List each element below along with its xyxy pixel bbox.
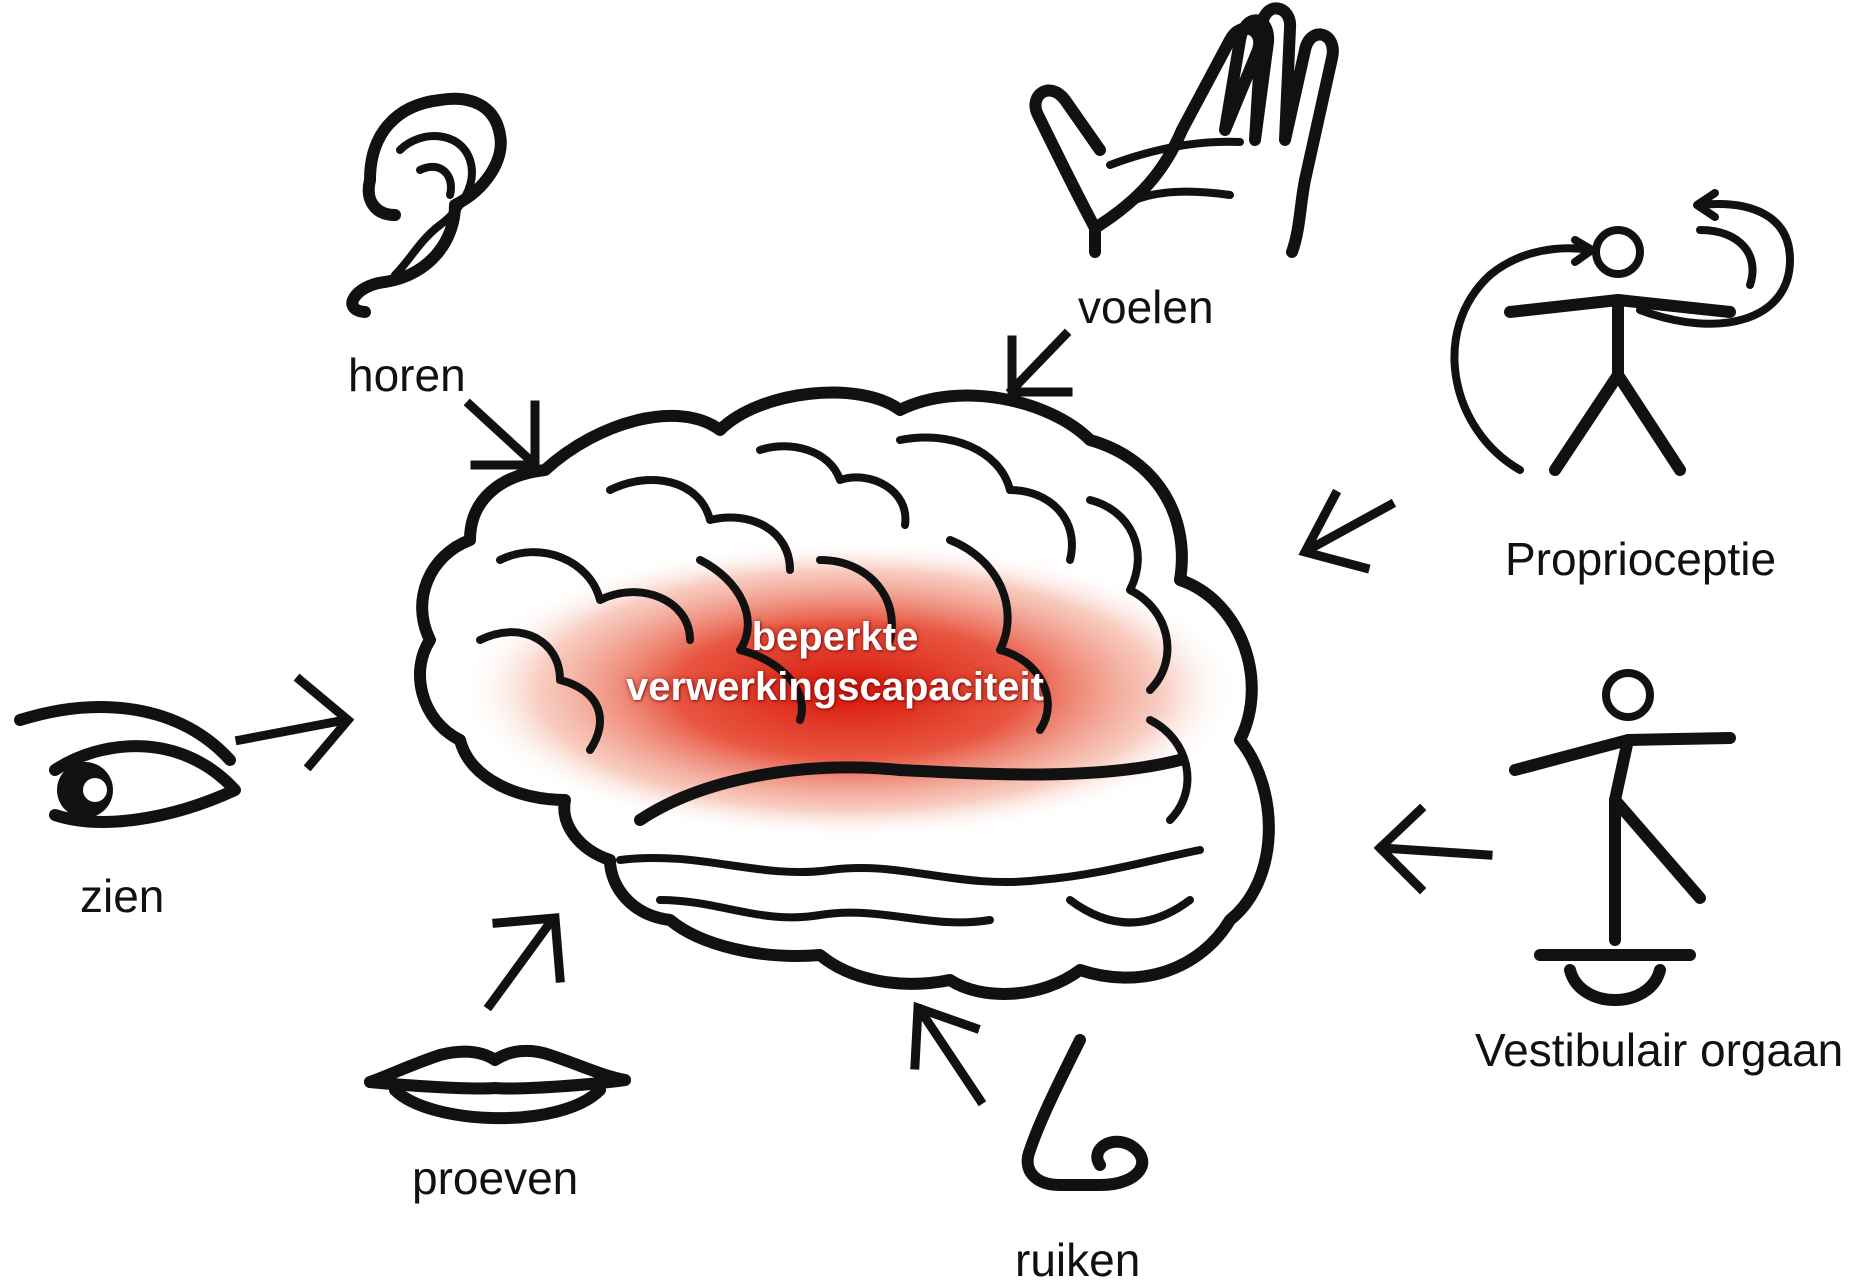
label-vestibulair: Vestibulair orgaan (1475, 1027, 1843, 1073)
label-voelen: voelen (1078, 284, 1214, 330)
label-ruiken: ruiken (1015, 1237, 1140, 1283)
arrow-zien (240, 680, 348, 765)
label-horen: horen (348, 352, 466, 398)
center-label: beperkte verwerkingscapaciteit (575, 612, 1095, 712)
mouth-icon (370, 1051, 625, 1118)
balance-icon (1515, 673, 1730, 1000)
label-proprioceptie: Proprioceptie (1505, 536, 1776, 582)
label-zien: zien (80, 873, 164, 919)
eye-icon (20, 707, 235, 822)
arrow-vestibulair (1380, 810, 1488, 888)
arrow-ruiken (915, 1008, 980, 1100)
arrow-proeven (490, 918, 560, 1005)
arrow-voelen (1012, 335, 1068, 392)
hand-icon (1035, 8, 1332, 252)
center-label-line1: beperkte (575, 612, 1095, 662)
proprioception-icon (1454, 193, 1790, 470)
ear-icon (352, 99, 500, 312)
arrow-proprioceptie (1305, 495, 1390, 568)
label-proeven: proeven (412, 1155, 578, 1201)
center-label-line2: verwerkingscapaciteit (575, 662, 1095, 712)
nose-icon (1028, 1040, 1143, 1185)
arrow-horen (470, 405, 535, 465)
